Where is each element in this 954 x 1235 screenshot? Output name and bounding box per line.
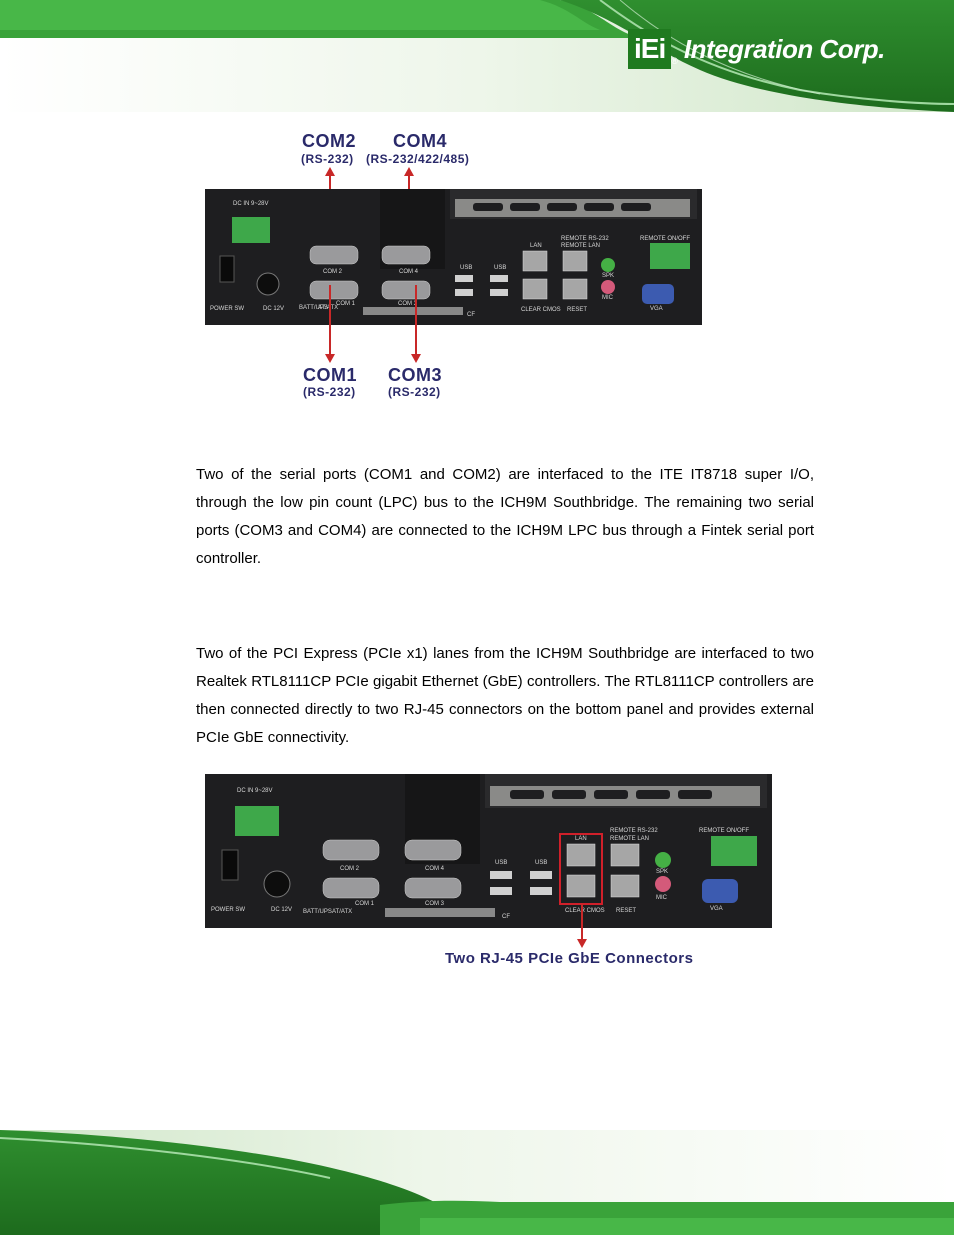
- panel2-spk: SPK: [656, 869, 669, 875]
- panel2-power-sw: POWER SW: [211, 907, 245, 913]
- label-rj45-connectors: Two RJ-45 PCIe GbE Connectors: [445, 950, 694, 967]
- panel2-remote-onoff: REMOTE ON/OFF: [699, 828, 749, 834]
- panel1-clear-cmos: CLEAR CMOS: [521, 307, 561, 313]
- panel1-mic: MIC: [602, 295, 613, 301]
- arrow-rj45: [577, 904, 587, 948]
- io-panel-drawing-1: [205, 189, 702, 325]
- panel2-dc-12v: DC 12V: [271, 907, 293, 913]
- logo-registered: ®: [671, 56, 678, 66]
- panel1-vga: VGA: [650, 306, 663, 312]
- panel1-usb-b: USB: [494, 265, 507, 271]
- panel2-vga: VGA: [710, 906, 723, 912]
- panel1-com1: COM 1: [336, 301, 356, 307]
- panel2-com1: COM 1: [355, 901, 375, 907]
- panel2-usb-a: USB: [495, 860, 508, 866]
- logo-mark: iEi: [628, 29, 672, 69]
- label-com3: COM3: [388, 365, 443, 385]
- header-background: [0, 0, 954, 112]
- panel1-batt: BATT/UPS: [299, 305, 328, 311]
- panel2-reset: RESET: [616, 908, 637, 914]
- panel2-com4: COM 4: [425, 866, 445, 872]
- panel1-com2: COM 2: [323, 269, 343, 275]
- panel1-remote-lan: REMOTE LAN: [561, 243, 601, 249]
- panel1-power-sw: POWER SW: [210, 306, 244, 312]
- panel1-cf: CF: [467, 312, 475, 318]
- arrow-com1: [325, 285, 335, 363]
- panel2-lan: LAN: [575, 836, 587, 842]
- label-com2: COM2: [302, 131, 357, 151]
- panel2-mic: MIC: [656, 895, 667, 901]
- panel1-dc-in: DC IN 9~28V: [233, 201, 269, 207]
- panel2-atatx: AT/ATX: [332, 909, 353, 915]
- panel1-reset: RESET: [567, 307, 588, 313]
- label-com2-type: (RS-232): [301, 152, 354, 166]
- footer-banner: [0, 1130, 954, 1235]
- arrow-com3: [411, 285, 421, 363]
- paragraph-ethernet: Two of the PCI Express (PCIe x1) lanes f…: [196, 645, 814, 746]
- footer-background: [0, 1130, 954, 1235]
- panel1-com3: COM 3: [398, 301, 418, 307]
- label-com1: COM1: [303, 365, 358, 385]
- io-panel-photo-2: DC IN 9~28V POWER SW DC 12V COM 2 COM 4 …: [205, 774, 772, 928]
- label-com3-type: (RS-232): [388, 385, 441, 399]
- panel1-usb-a: USB: [460, 265, 473, 271]
- paragraph-serial-ports: Two of the serial ports (COM1 and COM2) …: [196, 466, 814, 567]
- panel2-clear-cmos: CLEAR CMOS: [565, 908, 605, 914]
- io-panel-drawing-2: [205, 774, 772, 928]
- brand-logo: iEi ® Integration Corp.: [628, 26, 885, 72]
- panel2-remote-lan: REMOTE LAN: [610, 836, 650, 842]
- label-com4-type: (RS-232/422/485): [366, 152, 470, 166]
- panel1-lan: LAN: [530, 243, 542, 249]
- panel2-remote-rs232: REMOTE RS-232: [610, 828, 658, 834]
- panel1-atatx: AT/ATX: [318, 305, 338, 311]
- panel2-com3: COM 3: [425, 901, 445, 907]
- logo-text: Integration Corp.: [683, 33, 885, 64]
- panel2-batt: BATT/UPS: [303, 909, 332, 915]
- panel2-cf: CF: [502, 914, 510, 920]
- io-panel-photo-1: DC IN 9~28V POWER SW DC 12V COM 2 COM 4 …: [205, 189, 702, 325]
- panel2-com2: COM 2: [340, 866, 360, 872]
- panel2-usb-b: USB: [535, 860, 548, 866]
- panel1-com4: COM 4: [399, 269, 419, 275]
- header-banner: [0, 0, 954, 112]
- label-com4: COM4: [393, 131, 448, 151]
- panel2-dc-in: DC IN 9~28V: [237, 788, 273, 794]
- panel1-dc-12v: DC 12V: [263, 306, 285, 312]
- label-com1-type: (RS-232): [303, 385, 356, 399]
- panel1-remote-onoff: REMOTE ON/OFF: [640, 236, 690, 242]
- panel1-remote-rs232: REMOTE RS-232: [561, 236, 609, 242]
- panel1-spk: SPK: [602, 273, 615, 279]
